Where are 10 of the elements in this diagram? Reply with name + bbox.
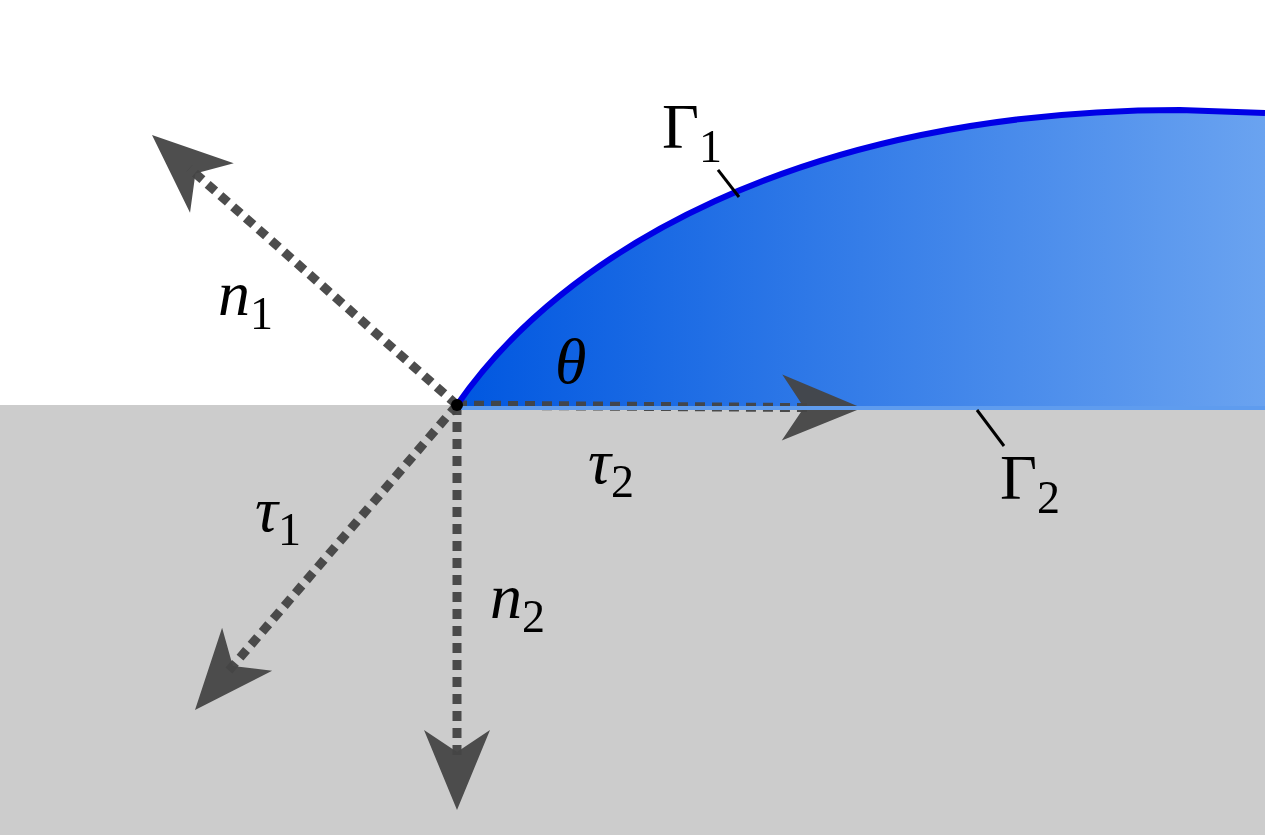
boundary-label: Γ$_{2}$	[1000, 446, 1060, 521]
boundary-label: Γ$_{1}$	[662, 95, 722, 170]
vector-label: n$_{2}$	[490, 565, 545, 640]
vector-label: τ$_{1}$	[255, 478, 301, 553]
angle-label: θ	[555, 330, 587, 394]
leader-line	[975, 409, 1006, 447]
interface-line	[460, 406, 1265, 410]
vector-label: τ$_{2}$	[588, 430, 634, 505]
leader-line	[716, 168, 741, 198]
vector-label: n$_{1}$	[218, 262, 273, 337]
